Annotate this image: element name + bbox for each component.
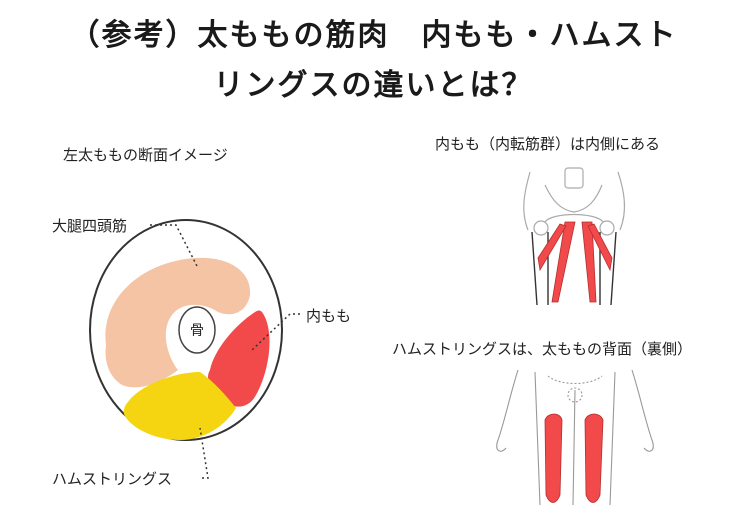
leader-lines (150, 224, 300, 479)
leader-inner-thigh (251, 313, 300, 351)
hamstring-muscles-back (544, 413, 604, 503)
adductor-muscles (537, 221, 613, 303)
quadriceps-label: 大腿四頭筋 (52, 217, 128, 235)
bone-label: 骨 (190, 323, 204, 339)
hamstrings-muscle (123, 372, 236, 440)
leader-hamstrings (199, 427, 209, 479)
inner-thigh-muscle (207, 310, 270, 407)
adductor-caption: 内もも（内転筋群）は内側にある (435, 135, 661, 153)
quadriceps-muscle (105, 257, 251, 388)
leader-quadriceps (150, 224, 199, 269)
cross-section-caption: 左太ももの断面イメージ (63, 146, 228, 164)
thigh-cross-section (89, 219, 300, 479)
bone-shape (178, 306, 216, 354)
inner-thigh-label: 内もも (306, 307, 352, 325)
title-line-2: リングスの違いとは？ (213, 68, 534, 103)
title-line-1: （参考）太ももの筋肉 内もも・ハムスト (69, 18, 678, 53)
back-legs-illustration (496, 369, 654, 506)
hamstrings-back-caption: ハムストリングスは、太ももの背面（裏側） (392, 340, 693, 358)
hamstrings-label: ハムストリングス (52, 470, 173, 488)
front-pelvis-illustration (523, 167, 626, 306)
